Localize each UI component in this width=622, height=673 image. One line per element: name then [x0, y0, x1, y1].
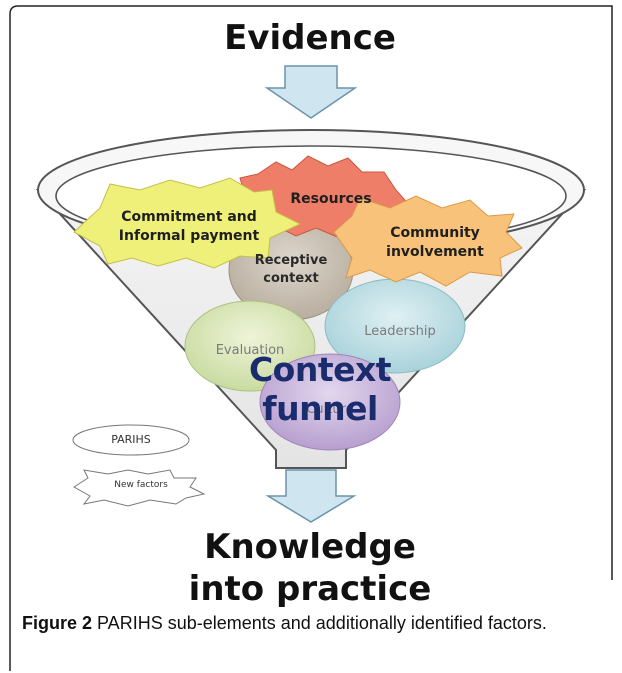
commitment-label-line1: Commitment and	[121, 209, 257, 225]
legend-oval	[72, 424, 190, 456]
bottom-arrow	[265, 469, 357, 523]
frame-border	[9, 5, 613, 671]
receptive-context-line1: Receptive	[254, 253, 328, 268]
legend-new-factors-label: New factors	[114, 480, 168, 490]
legend-parihs-label: PARIHS	[111, 433, 151, 446]
community-label: Community involvement	[360, 224, 510, 262]
resources-label: Resources	[290, 191, 372, 207]
knowledge-line1: Knowledge	[204, 527, 416, 567]
commitment-label-line2: Informal payment	[118, 228, 260, 244]
community-label-line1: Community	[390, 225, 480, 241]
legend-star	[73, 469, 206, 507]
knowledge-into-practice-label: Knowledge into practice	[150, 526, 470, 610]
community-star	[333, 195, 523, 287]
caption-text: PARIHS sub-elements and additionally ide…	[92, 613, 547, 633]
culture-label: Culture	[306, 402, 354, 417]
figure-caption: Figure 2 PARIHS sub-elements and additio…	[22, 611, 602, 635]
caption-label: Figure 2	[22, 613, 93, 633]
receptive-context-label: Receptive context	[236, 252, 346, 288]
receptive-context-line2: context	[263, 271, 319, 286]
commitment-star	[73, 177, 302, 269]
top-arrow	[264, 65, 358, 119]
culture-oval	[259, 353, 401, 451]
commitment-label: Commitment and Informal payment	[104, 208, 274, 246]
context-funnel-label: Context funnel	[248, 350, 392, 428]
knowledge-line2: into practice	[188, 569, 432, 609]
community-label-line2: involvement	[386, 244, 484, 260]
leadership-label: Leadership	[364, 324, 436, 339]
evaluation-label: Evaluation	[215, 343, 285, 358]
evidence-label: Evidence	[224, 18, 396, 58]
